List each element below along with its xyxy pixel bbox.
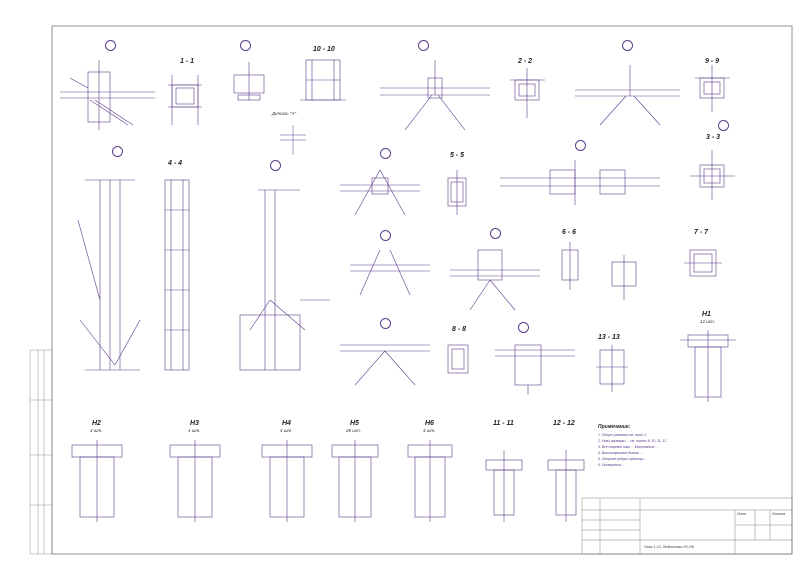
sheet-label: Лист xyxy=(737,512,747,516)
node-marker-icon xyxy=(490,228,501,239)
section-title: 4 - 4 xyxy=(168,160,183,167)
node-9-detail xyxy=(575,65,680,126)
part-qty: 28 шт. xyxy=(346,428,361,433)
section-6-6-drawing xyxy=(561,242,579,290)
node-plate-detail xyxy=(611,255,637,300)
drawing-title: Узлы 1-13. Подкосники Н1-Н6 xyxy=(644,545,694,549)
section-13-13-drawing xyxy=(596,345,628,392)
part-qty: 4 шт. xyxy=(90,428,103,433)
notes-title: Примечание: xyxy=(598,424,631,430)
node-5-detail xyxy=(340,169,420,216)
node-marker-icon xyxy=(622,40,633,51)
note-item: 2. Узлы приварки ... см. листы 9, 10, 11… xyxy=(598,439,667,443)
binding-strip xyxy=(29,349,53,555)
node-marker-icon xyxy=(380,230,391,241)
section-title: 12 - 12 xyxy=(553,420,575,427)
section-8-8-drawing xyxy=(447,344,469,374)
part-title: Н6 xyxy=(425,420,434,427)
note-item: 5. Опорные ребра и фланцы ... xyxy=(598,457,648,461)
part-qty: 4 шт. xyxy=(423,428,436,433)
node-2-detail xyxy=(380,60,490,131)
node-3-detail xyxy=(500,160,660,205)
section-title: 1 - 1 xyxy=(180,58,195,65)
part-h4-drawing xyxy=(261,440,313,522)
node-marker-icon xyxy=(112,146,123,157)
section-title: 2 - 2 xyxy=(518,58,533,65)
section-title: 9 - 9 xyxy=(705,58,720,65)
section-title: 8 - 8 xyxy=(452,326,467,333)
part-title: Н2 xyxy=(92,420,101,427)
small-plate-detail xyxy=(233,62,265,101)
node-marker-icon xyxy=(518,322,529,333)
section-title: 11 - 11 xyxy=(493,420,514,427)
part-title: Н1 xyxy=(702,311,711,318)
section-title: 6 - 6 xyxy=(562,229,577,236)
section-9-9-drawing xyxy=(695,65,730,112)
part-title: Н3 xyxy=(190,420,199,427)
note-item: 4. Высокопрочные болты ... xyxy=(598,451,643,455)
section-10-10-drawing xyxy=(300,59,346,101)
section-title: 13 - 13 xyxy=(598,334,620,341)
detail-a-drawing xyxy=(280,125,306,155)
part-title: Н5 xyxy=(350,420,359,427)
part-h3-drawing xyxy=(169,440,221,522)
node-6-detail xyxy=(350,249,540,311)
part-qty: 12 шт. xyxy=(700,319,715,324)
part-h6-drawing xyxy=(407,440,453,522)
section-1-1-drawing xyxy=(168,75,202,125)
node-marker-icon xyxy=(380,148,391,159)
part-qty: 4 шт. xyxy=(188,428,201,433)
section-title: 10 - 10 xyxy=(313,46,335,53)
note-item: 6. Отверстия ... xyxy=(598,463,625,467)
section-7-7-drawing xyxy=(684,249,722,277)
section-2-2-drawing xyxy=(510,68,545,118)
node-marker-icon xyxy=(270,160,281,171)
section-title: 3 - 3 xyxy=(706,134,721,141)
part-title: Н4 xyxy=(282,420,291,427)
section-4-4-drawing xyxy=(164,179,190,371)
node-1-detail xyxy=(60,60,155,130)
node-8-detail xyxy=(340,344,430,386)
node-marker-icon xyxy=(380,318,391,329)
section-title: 7 - 7 xyxy=(694,229,709,236)
part-h2-drawing xyxy=(71,440,123,522)
note-item: 1. Общие указания см. лист 1 xyxy=(598,433,646,437)
column-elevation xyxy=(77,179,141,371)
part-h5-drawing xyxy=(331,440,379,522)
node-marker-icon xyxy=(105,40,116,51)
section-3-3-drawing xyxy=(690,150,735,200)
section-11-11-drawing xyxy=(485,450,523,522)
sheet-frame xyxy=(51,25,793,555)
part-qty: 4 шт. xyxy=(280,428,293,433)
detail-a-label: Деталь "А" xyxy=(272,111,297,116)
section-5-5-drawing xyxy=(447,170,467,215)
section-12-12-drawing xyxy=(547,450,585,522)
sheets-label: Листов xyxy=(772,512,786,516)
node-marker-icon xyxy=(718,120,729,131)
bracing-elevation xyxy=(239,189,330,371)
node-marker-icon xyxy=(418,40,429,51)
node-marker-icon xyxy=(240,40,251,51)
base-node-detail xyxy=(495,344,575,395)
title-block xyxy=(581,497,793,555)
note-item: 3. Все сварные швы ... Монтажные ... xyxy=(598,445,659,449)
section-title: 5 - 5 xyxy=(450,152,465,159)
part-h1-drawing xyxy=(680,330,736,402)
node-marker-icon xyxy=(575,140,586,151)
